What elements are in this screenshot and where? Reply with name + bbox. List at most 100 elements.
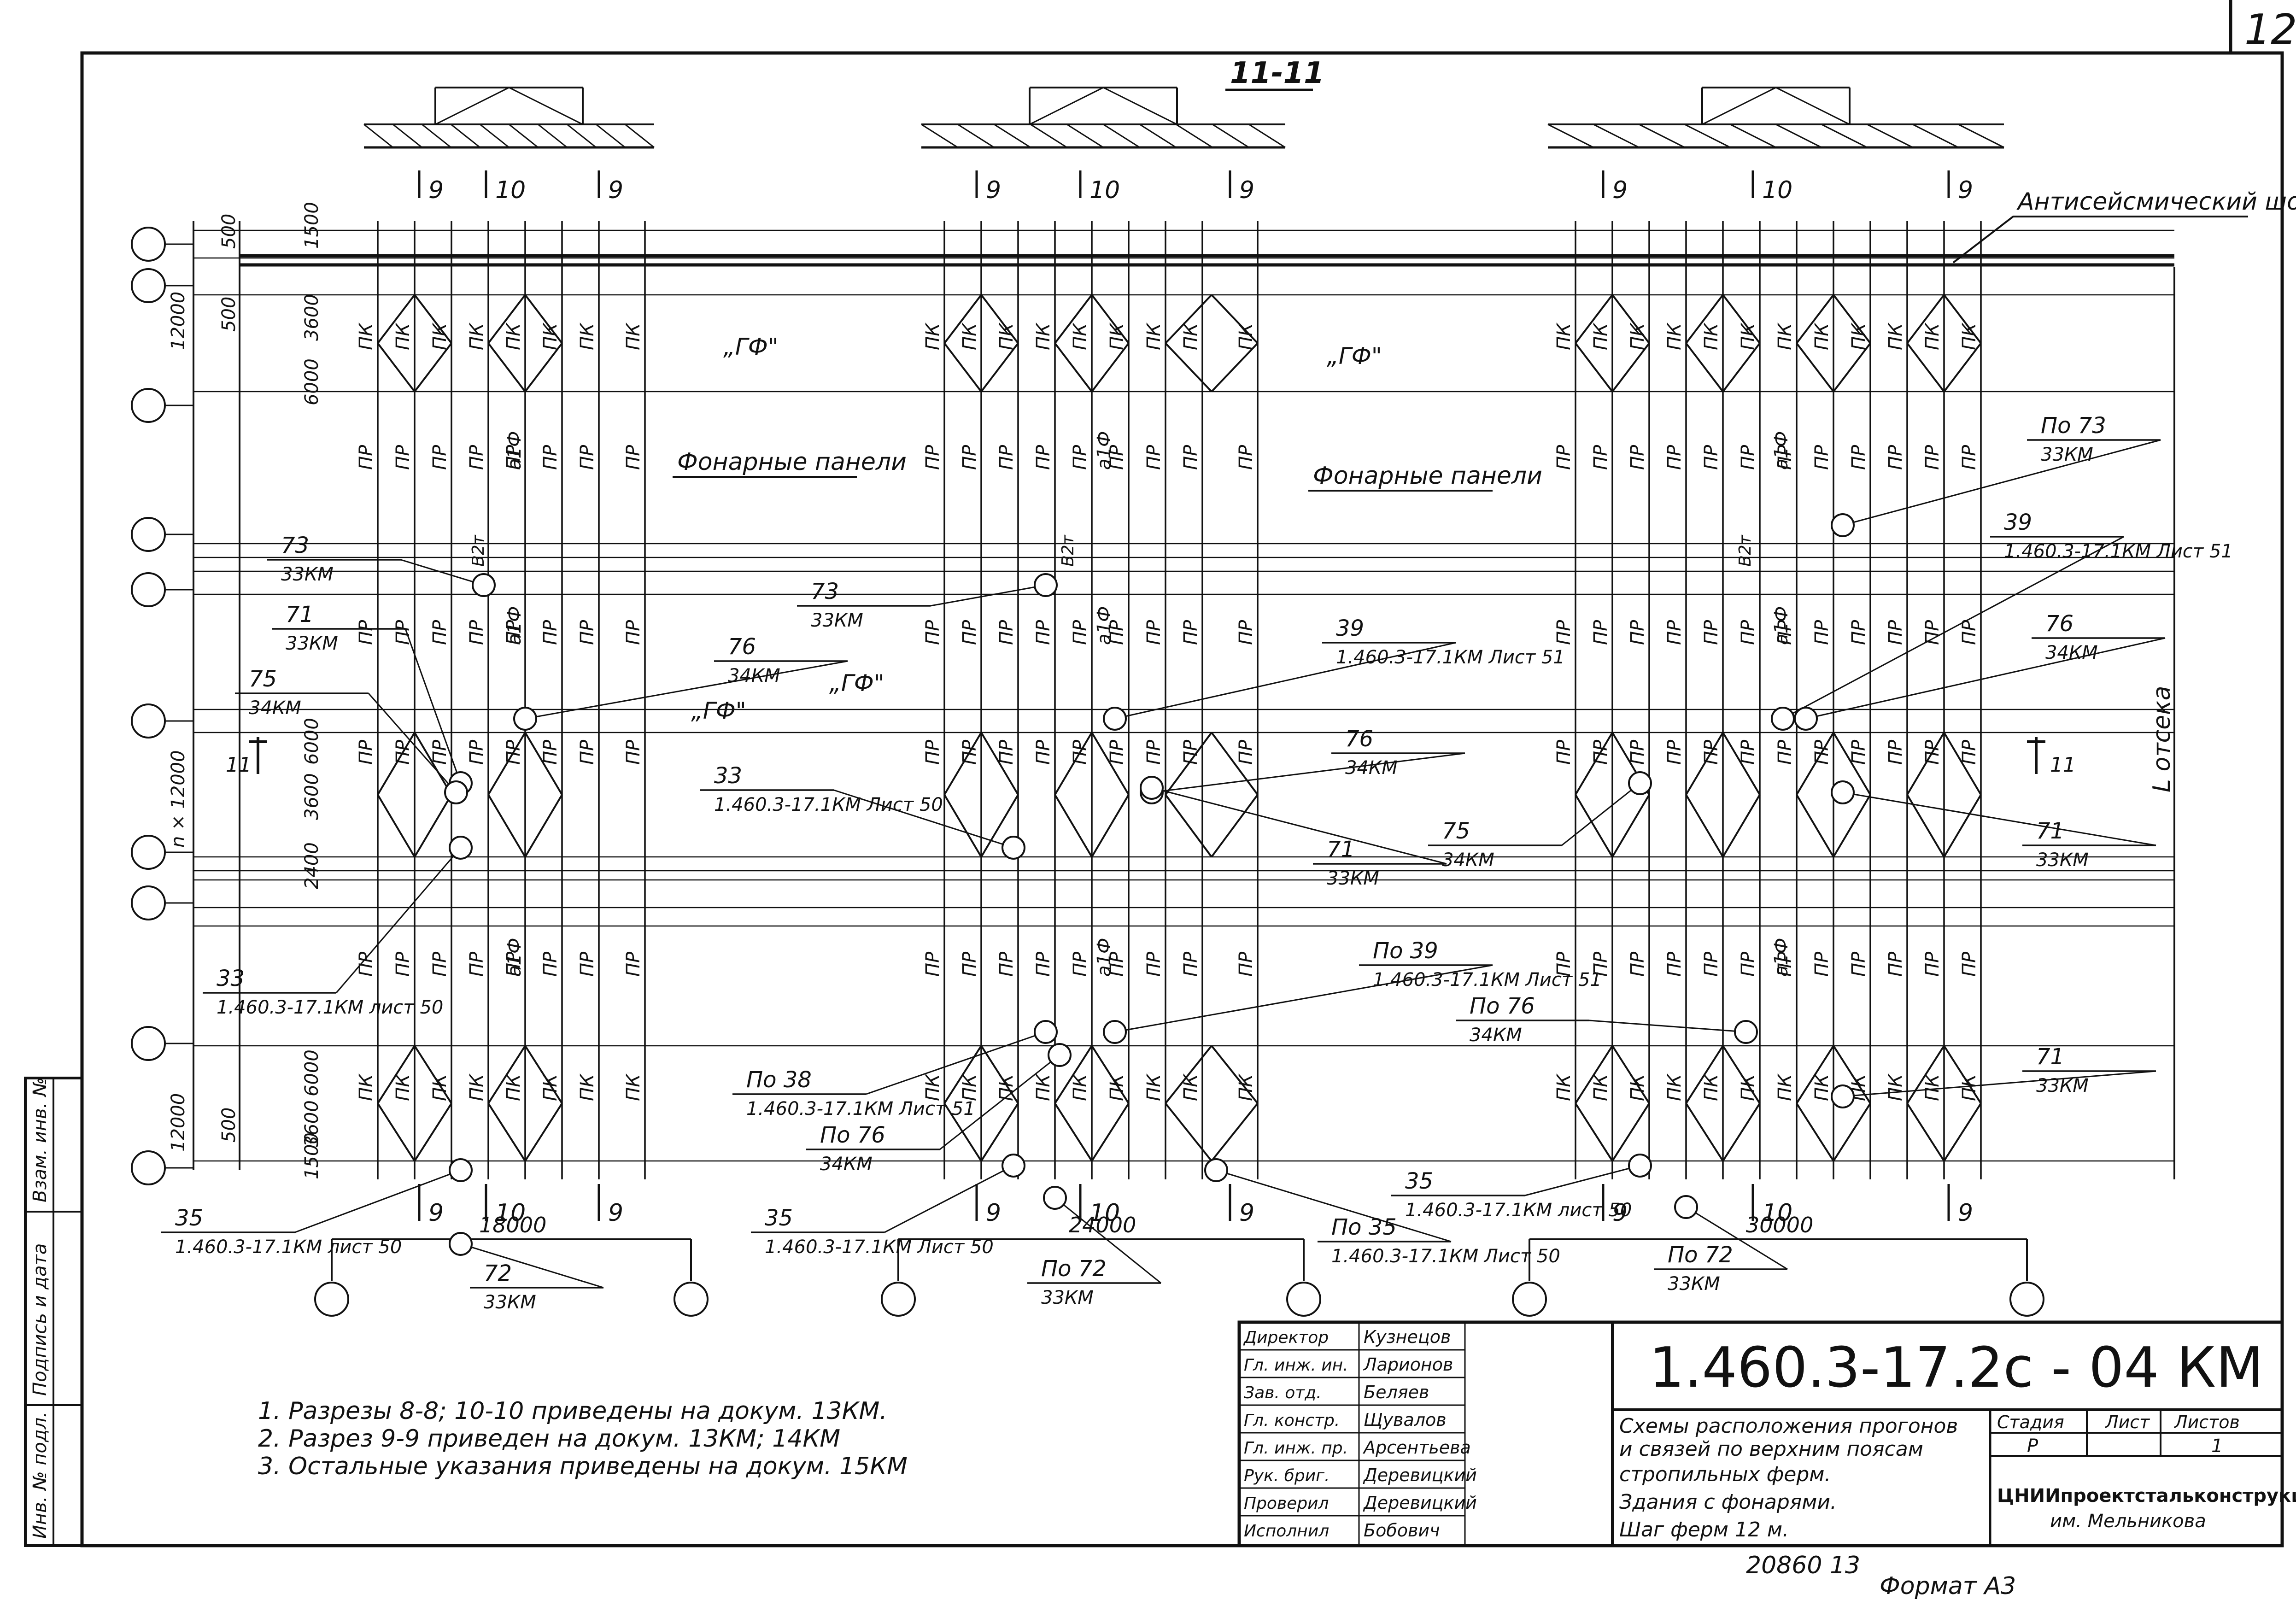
member-mark-pk: ПК [1811, 1073, 1833, 1101]
tb-role: Гл. инж. ин. [1244, 1356, 1348, 1375]
truss-web [1547, 123, 1594, 148]
callout-leader [1842, 791, 2156, 846]
brace [1165, 1045, 1212, 1104]
brace [524, 1045, 563, 1104]
member-mark-pr: ПР [356, 739, 377, 765]
member-mark-pr: ПР [1627, 951, 1648, 977]
member-mark-pk: ПК [1590, 1073, 1611, 1101]
truss-web [1212, 123, 1249, 148]
brace [1165, 794, 1212, 858]
callout-circle [1628, 1154, 1652, 1178]
truss-web [1066, 123, 1104, 148]
member-mark-pr: ПР [1033, 739, 1054, 765]
gf-label-2: „ГФ" [1327, 343, 1382, 369]
member-mark-pr: ПР [1107, 620, 1128, 645]
column-marker: 10 [495, 176, 526, 204]
brace [1796, 1102, 1834, 1162]
brace [1575, 294, 1613, 344]
member-mark-pr: ПР [1775, 445, 1796, 470]
seismic-joint-label: Антисейсмический шов [2016, 188, 2296, 216]
member-mark-pr: ПР [1664, 951, 1685, 977]
truss-web [1867, 123, 1913, 148]
member-mark-pr: ПР [503, 739, 524, 765]
callout-number: 33 [217, 966, 245, 991]
callout-leader [1114, 964, 1493, 1033]
brace [1165, 732, 1212, 796]
lantern-panels-label-1: Фонарные панели [677, 448, 907, 476]
brace [377, 1045, 416, 1104]
dim-6000-mid: 6000 [301, 718, 322, 765]
callout-ref: 1.460.3-17.1КМ лист 50 [1405, 1200, 1632, 1221]
member-mark-pr: ПР [1738, 951, 1759, 977]
member-mark-pr: ПР [922, 445, 943, 470]
member-mark-a1f: а1Ф [1094, 938, 1115, 977]
span-value: 18000 [479, 1213, 546, 1237]
axis-bubble [131, 1026, 166, 1061]
member-mark-pr: ПР [1107, 739, 1128, 765]
member-mark-pk: ПК [1070, 322, 1091, 350]
member-mark-pr: ПР [1664, 445, 1685, 470]
member-mark-pr: ПР [1143, 620, 1165, 645]
member-mark-pk: ПК [1590, 322, 1611, 350]
brace [1796, 794, 1834, 858]
member-mark-pr: ПР [1070, 739, 1091, 765]
callout-circle [1628, 771, 1652, 795]
member-mark-pr: ПР [1811, 445, 1833, 470]
callout: 391.460.3-17.1КМ Лист 51 [1771, 510, 2233, 731]
member-mark-pk: ПК [503, 1073, 524, 1101]
brace [1165, 342, 1212, 393]
brace [1165, 294, 1212, 344]
callout-number: По 72 [1668, 1242, 1733, 1268]
dim-3600-top: 3600 [301, 294, 322, 341]
member-mark-pr: ПР [1738, 739, 1759, 765]
callout-circle [1140, 776, 1164, 800]
member-mark-pk: ПК [623, 1073, 644, 1101]
callout: 391.460.3-17.1КМ Лист 51 [1103, 615, 1565, 731]
column-marker-bottom: 9 [428, 1199, 444, 1227]
brace [1611, 1102, 1650, 1162]
member-mark-pk: ПК [1775, 322, 1796, 350]
member-mark-pk: ПК [1922, 322, 1943, 350]
callout-leader [460, 1243, 604, 1289]
member-mark-pr: ПР [392, 445, 414, 470]
brace [980, 1102, 1019, 1162]
brace [487, 794, 526, 858]
column-marker-bottom: 9 [1958, 1199, 1973, 1227]
member-mark-pk: ПК [392, 1073, 414, 1101]
member-mark-pr: ПР [1922, 951, 1943, 977]
truss-web [994, 123, 1031, 148]
brace [1722, 294, 1761, 344]
callout-leader [1151, 752, 1465, 793]
stamp-signature: Подпись и дата [29, 1243, 51, 1396]
brace [1943, 1045, 1982, 1104]
member-mark-pk: ПК [1553, 1073, 1575, 1101]
dim-12000-top: 12000 [168, 292, 189, 350]
member-mark-pr: ПР [466, 620, 487, 645]
member-mark-pk: ПК [922, 1073, 943, 1101]
truss-web [957, 123, 995, 148]
member-mark-pr: ПР [356, 445, 377, 470]
brace [1906, 732, 1945, 796]
member-mark-pk: ПК [1738, 322, 1759, 350]
member-mark-pr: ПР [1701, 739, 1722, 765]
member-mark-v2t: В2т [1059, 534, 1078, 567]
axis-bubble [131, 835, 166, 870]
truss-web [1176, 123, 1213, 148]
brace [1722, 1102, 1761, 1162]
dim-6000-top: 6000 [301, 358, 322, 405]
brace [1054, 294, 1093, 344]
axis-bubble [674, 1282, 709, 1317]
callout-leader [1114, 642, 1456, 720]
member-mark-pr: ПР [1180, 951, 1201, 977]
member-mark-pr: ПР [1959, 445, 1980, 470]
callout-leader [1524, 1165, 1640, 1196]
member-mark-pr: ПР [540, 951, 561, 977]
callout-number: По 76 [1470, 993, 1535, 1019]
callout-number: 39 [1336, 615, 1364, 641]
member-mark-pr: ПР [1922, 739, 1943, 765]
tb-role: Гл. констр. [1244, 1411, 1340, 1430]
